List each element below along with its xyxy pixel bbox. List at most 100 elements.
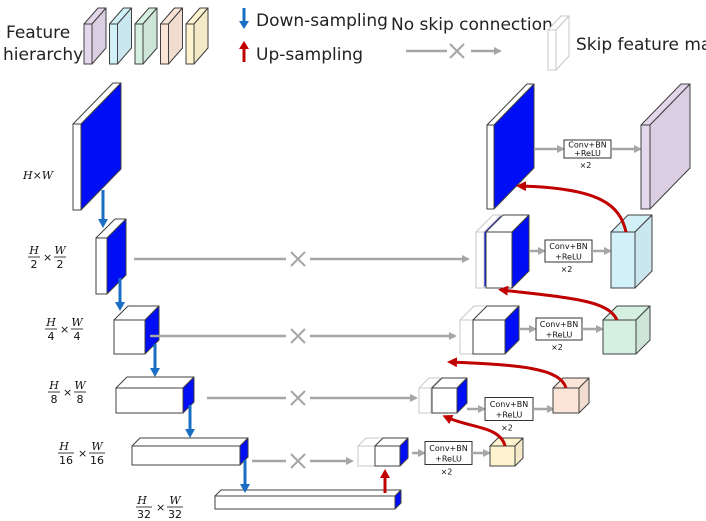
no-skip-legend-icon: [406, 43, 502, 59]
cuboid-front: [552, 387, 580, 414]
cuboid-front: [109, 23, 118, 65]
cuboid-front: [431, 387, 458, 414]
width-denominator: 4: [74, 330, 81, 343]
legend-feature-label: Feature: [6, 23, 70, 43]
cuboid-front: [418, 387, 432, 414]
relu-label: +ReLU: [574, 149, 601, 158]
cuboid-front: [640, 124, 651, 210]
output-feature-5: [489, 437, 524, 467]
cuboid-front: [489, 445, 516, 467]
down-sampling-legend-icon: [239, 8, 249, 29]
repeat-label: ×2: [501, 424, 513, 433]
relu-label: +ReLU: [496, 411, 523, 420]
resolution-label: H16×W16: [58, 440, 105, 467]
cuboid-front: [113, 319, 146, 355]
resolution-label: H2×W2: [28, 244, 67, 271]
cuboid-front: [374, 445, 401, 467]
cuboid-top: [131, 437, 249, 447]
decoder-block-1: [486, 83, 535, 210]
times-sign: ×: [156, 501, 165, 514]
conv-bn-relu-block: Conv+BN +ReLU ×2: [484, 397, 534, 433]
cross-icon: [290, 453, 306, 469]
conv-bn-relu-block: Conv+BN+ReLU×2: [544, 239, 593, 274]
conv-bn-relu-block: Conv+BN+ReLU×2: [535, 317, 583, 352]
arrow-head: [240, 484, 250, 493]
cuboid-top: [115, 376, 195, 389]
encoder-block-3: [113, 305, 160, 355]
feature-swatch-4: [160, 7, 183, 65]
conv-bn-relu-block: Conv+BN +ReLU ×2: [424, 441, 473, 477]
repeat-label: ×2: [561, 265, 573, 274]
decoder-block-3: [472, 305, 520, 355]
encoder-block-4: [115, 376, 195, 414]
cuboid-top: [214, 489, 402, 497]
conv-label: Conv+BN: [540, 320, 578, 329]
conv-label: Conv+BN: [568, 141, 606, 150]
conv-bn-relu-block: Conv+BN+ReLU ×2: [563, 139, 612, 170]
down-sampling-arrow: [185, 405, 195, 438]
up-sampling-legend-icon: [239, 41, 249, 62]
skip-map-swatch: [547, 15, 570, 71]
width-denominator: 32: [168, 508, 182, 521]
conv-label: Conv+BN: [549, 242, 587, 251]
repeat-label: ×2: [441, 468, 453, 477]
down-sampling-arrow: [98, 190, 108, 228]
conv-label: Conv+BN: [429, 444, 467, 453]
output-feature-2: [610, 214, 653, 289]
cuboid-front: [131, 445, 241, 466]
repeat-label: ×2: [580, 161, 592, 170]
cross-icon: [290, 390, 306, 406]
cross-icon: [290, 328, 306, 344]
arrow-head: [185, 429, 195, 438]
output-feature-1: [640, 83, 691, 210]
no-skip-connection: [252, 453, 354, 469]
width-numerator: W: [91, 440, 104, 453]
feature-swatch-5: [185, 7, 209, 65]
width-denominator: 8: [77, 393, 84, 406]
feature-swatch-2: [109, 7, 132, 65]
arrow-head: [150, 368, 160, 377]
down-sampling-arrow: [240, 460, 250, 493]
cuboid-front: [83, 23, 93, 65]
cuboid-front: [72, 123, 82, 211]
times-sign: ×: [78, 447, 87, 460]
no-skip-connection: [207, 390, 418, 406]
cuboid-front: [160, 23, 169, 65]
output-feature-3: [602, 305, 651, 355]
down-sampling-arrow: [115, 278, 125, 311]
arrow-head: [98, 219, 108, 228]
decoder-block-2: [485, 214, 530, 289]
width-numerator: W: [169, 494, 182, 507]
cuboid-front: [547, 29, 557, 71]
resolution-label-hxw: H×W: [22, 169, 55, 182]
cuboid-front: [472, 319, 506, 355]
output-feature-4: [552, 377, 590, 414]
cuboid-front: [459, 319, 474, 355]
cuboid-front: [357, 445, 376, 467]
encoder-block-1: [72, 82, 122, 211]
height-numerator: H: [28, 244, 39, 257]
repeat-label: ×2: [551, 343, 563, 352]
encoder-block-2: [95, 218, 127, 295]
height-denominator: 2: [31, 258, 38, 271]
width-denominator: 16: [90, 454, 104, 467]
legend-skip-maps: Skip feature maps: [576, 35, 706, 55]
cuboid-front: [134, 23, 144, 65]
feature-hierarchy-swatches: [83, 7, 209, 65]
relu-label: +ReLU: [435, 455, 462, 464]
width-numerator: W: [74, 379, 87, 392]
no-skip-connection: [134, 251, 470, 267]
width-numerator: W: [71, 316, 84, 329]
conv-label: Conv+BN: [490, 400, 528, 409]
height-denominator: 32: [137, 508, 151, 521]
up-sampling-arrow-3: [447, 357, 568, 389]
arrow-head: [115, 302, 125, 311]
cuboid-front: [475, 231, 485, 289]
no-skip-connection: [150, 328, 457, 344]
resolution-label: H4×W4: [45, 316, 84, 343]
legend-hierarchy-label: hierarchy: [3, 45, 83, 65]
encoder-block-5: [131, 437, 249, 466]
height-numerator: H: [48, 379, 59, 392]
